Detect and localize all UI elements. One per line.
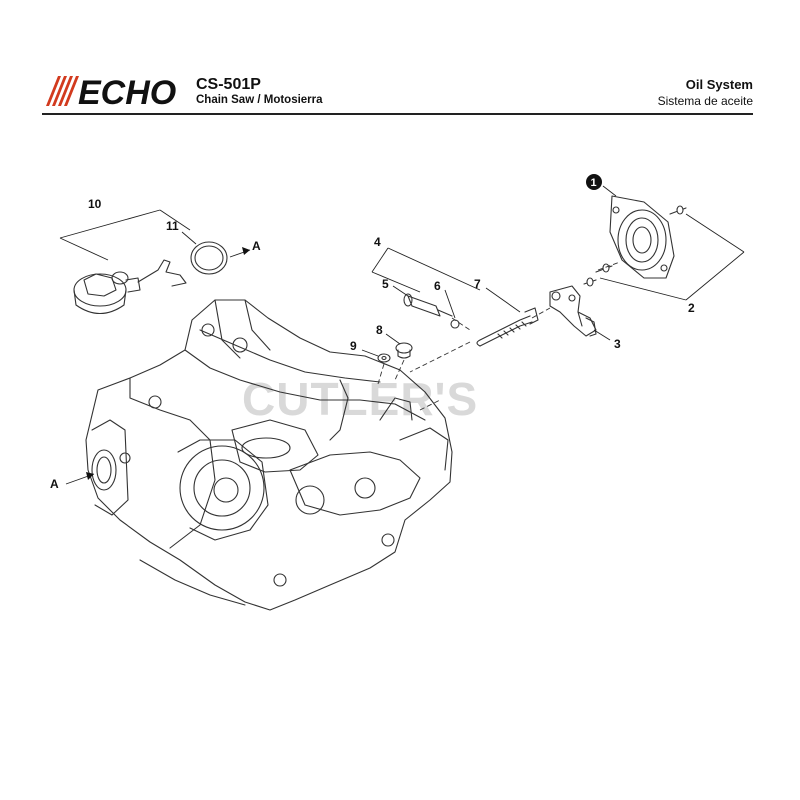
pump-cover-plate-part-1 (609, 195, 675, 279)
crankcase-housing (85, 299, 453, 611)
o-ring-part-11 (190, 241, 228, 275)
callout-2: 2 (688, 301, 695, 315)
model-number: CS-501P (196, 76, 261, 93)
callout-9: 9 (350, 339, 357, 353)
screws-part-2 (583, 205, 687, 287)
callout-7: 7 (474, 277, 481, 291)
callout-badge-1: 1 (586, 174, 602, 190)
callout-6: 6 (434, 279, 441, 293)
section-title: Oil System (685, 77, 753, 92)
arrowhead-a-top (242, 247, 250, 255)
oil-pump-part-3 (549, 285, 597, 337)
reference-a-left: A (50, 477, 59, 491)
callout-11: 11 (166, 219, 179, 233)
small-o-ring-part-6 (450, 319, 460, 329)
callout-4: 4 (374, 235, 381, 249)
echo-logo-graphic: ECHO (46, 74, 176, 112)
leader-lines (59, 185, 745, 485)
header-rule (42, 113, 753, 115)
reference-a-top: A (252, 239, 261, 253)
page-header: ECHO CS-501P Chain Saw / Motosierra Oil … (0, 0, 800, 120)
echo-logo-text: ECHO (78, 74, 176, 108)
oil-hose-fitting-part-5 (403, 293, 453, 317)
oil-pipe-part-7 (476, 307, 539, 347)
callout-8: 8 (376, 323, 383, 337)
washer-part-9 (377, 353, 391, 363)
section-subtitle: Sistema de aceite (657, 94, 753, 108)
callout-5: 5 (382, 277, 389, 291)
cap-retainer-wire (137, 259, 187, 287)
callout-10: 10 (88, 197, 102, 211)
product-subtitle: Chain Saw / Motosierra (196, 94, 323, 106)
callout-3: 3 (614, 337, 621, 351)
echo-logo: ECHO (42, 72, 182, 112)
callout-1: 1 (591, 177, 597, 189)
assembly-lines (377, 261, 621, 411)
screw-part-8 (395, 342, 413, 359)
oil-cap-part-10 (73, 271, 141, 315)
watermark-text: CUTLER'S (242, 373, 478, 425)
arrowhead-a-left (86, 472, 94, 480)
